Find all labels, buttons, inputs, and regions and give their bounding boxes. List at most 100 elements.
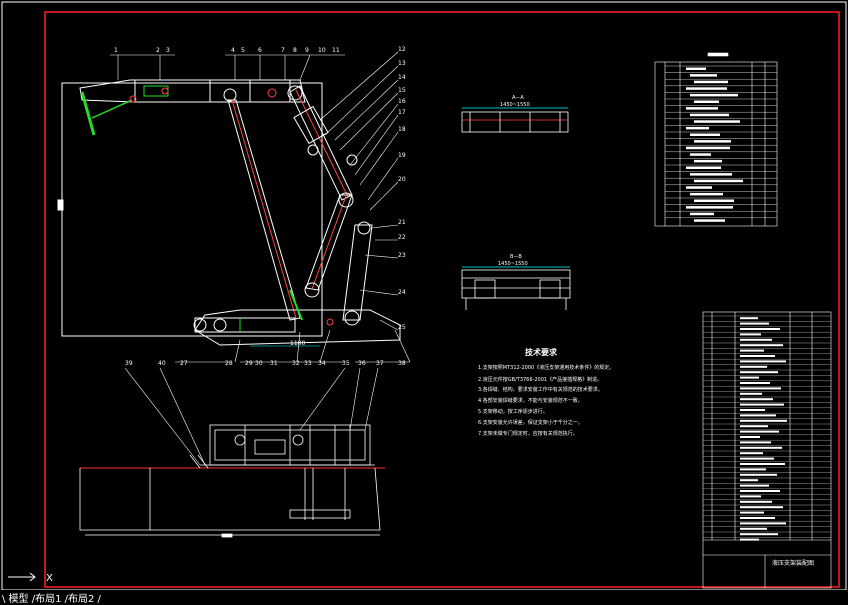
spec-row-text [690, 113, 729, 117]
parts-row-text [740, 371, 778, 374]
balloon-12: 12 [398, 46, 406, 53]
svg-text:27: 27 [180, 360, 188, 367]
svg-text:2.液压元件按GB/T3766-2001《产品接插规格》制造: 2.液压元件按GB/T3766-2001《产品接插规格》制造。 [478, 376, 602, 383]
parts-row-text [740, 538, 759, 541]
spec-row-text [694, 199, 734, 202]
spec-row-text [694, 219, 725, 222]
spec-row-text [690, 74, 717, 77]
svg-text:5.支架移动，按工序逐步进行。: 5.支架移动，按工序逐步进行。 [478, 408, 548, 415]
balloon-1: 1 [114, 47, 118, 54]
svg-text:40: 40 [158, 360, 166, 367]
section-bb: B—B 1450~1550 [461, 254, 571, 310]
balloon-15: 15 [398, 87, 406, 94]
ucs-x-label: X [46, 573, 53, 584]
svg-text:1450~1550: 1450~1550 [498, 261, 528, 267]
title-block-name: 液压支架装配图 [772, 559, 814, 567]
svg-text:B—B: B—B [510, 254, 522, 260]
plan-view [79, 424, 385, 538]
balloon-19: 19 [398, 152, 406, 159]
parts-row-text [740, 446, 782, 449]
technical-requirements: 技术要求 1.支架按照MT312-2000《液压支架通用技术条件》的规定。 2.… [478, 347, 614, 437]
parts-row-text [740, 506, 783, 509]
balloon-5: 5 [241, 47, 245, 54]
parts-row-text [740, 392, 762, 395]
plan-leaders [124, 367, 379, 466]
svg-text:28: 28 [225, 360, 233, 367]
balloon-22: 22 [398, 234, 406, 241]
svg-text:3.各焊缝、结构，要求安装工作中有关规范的技术要求。: 3.各焊缝、结构，要求安装工作中有关规范的技术要求。 [478, 386, 603, 393]
parts-row-text [740, 333, 761, 336]
svg-text:37: 37 [376, 360, 384, 367]
spec-row-text [686, 126, 709, 130]
spec-table [654, 52, 778, 227]
parts-row-text [740, 522, 786, 525]
spec-row-text [686, 166, 721, 169]
svg-text:31: 31 [270, 360, 278, 367]
balloon-21: 21 [398, 219, 406, 226]
spec-table-rows [665, 65, 777, 222]
spec-row-text [694, 179, 743, 183]
svg-text:6.支架安装允许误差，保证支架小于千分之一。: 6.支架安装允许误差，保证支架小于千分之一。 [478, 419, 583, 426]
parts-row-text [740, 473, 777, 476]
parts-row-text [740, 500, 772, 503]
parts-row-text [740, 463, 785, 465]
parts-row-text [740, 457, 774, 460]
spec-row-text [694, 80, 728, 84]
parts-row-text [740, 349, 764, 352]
spec-row-text [686, 67, 706, 70]
balloon-8: 8 [293, 47, 297, 54]
parts-row-text [740, 495, 761, 498]
parts-row-text [740, 490, 780, 492]
balloon-10: 10 [318, 47, 326, 54]
parts-row-text [740, 425, 768, 428]
section-aa: A—A 1450~1550 [461, 95, 569, 133]
spec-row-text [690, 133, 720, 136]
parts-row-text [740, 430, 779, 433]
balloon-6: 6 [258, 47, 262, 54]
parts-row-text [740, 468, 766, 471]
parts-row-text [740, 376, 759, 379]
svg-text:7.支架未做专门规定时，应按有关规范执行。: 7.支架未做专门规定时，应按有关规范执行。 [478, 430, 578, 437]
sheet-border-outer [1, 1, 847, 591]
parts-list [702, 311, 832, 589]
parts-row-text [740, 527, 767, 530]
parts-row-text [740, 533, 778, 536]
svg-text:36: 36 [358, 360, 366, 367]
balloon-13: 13 [398, 60, 406, 67]
spec-row-text [686, 107, 718, 110]
svg-text:32: 32 [292, 360, 300, 367]
layout-tab-strip[interactable]: \ 模型 /布局1 /布局2 / [2, 594, 101, 605]
svg-text:1450~1550: 1450~1550 [500, 102, 530, 108]
spec-row-text [686, 87, 727, 90]
spec-row-text [690, 93, 738, 97]
spec-row-text [690, 192, 723, 196]
balloon-9: 9 [305, 47, 309, 54]
svg-text:29: 29 [245, 360, 253, 367]
balloon-14: 14 [398, 74, 406, 81]
spec-row-text [690, 212, 714, 216]
ucs-icon: X [8, 572, 53, 584]
spec-row-text [694, 120, 740, 123]
parts-row-text [740, 365, 767, 368]
spec-row-text [690, 153, 711, 156]
base-dimension: 1100 [250, 340, 320, 347]
spec-row-text [694, 100, 719, 103]
sheet-border-red [44, 11, 840, 588]
svg-text:34: 34 [318, 360, 326, 367]
parts-row-text [740, 403, 784, 406]
tech-requirements-title: 技术要求 [525, 347, 558, 357]
svg-text:1100: 1100 [290, 340, 305, 347]
parts-row-text [740, 355, 775, 357]
svg-text:35: 35 [342, 360, 350, 367]
layout-tabs: \ 模型 /布局1 /布局2 / [0, 590, 848, 605]
spec-row-text [694, 159, 722, 163]
parts-row-text [740, 322, 769, 325]
svg-text:1.支架按照MT312-2000《液压支架通用技术条件》的规: 1.支架按照MT312-2000《液压支架通用技术条件》的规定。 [478, 364, 614, 371]
parts-row-text [740, 436, 760, 438]
parts-row-text [740, 414, 776, 417]
parts-row-text [740, 387, 781, 390]
parts-row-text [740, 360, 786, 363]
parts-row-text [740, 317, 758, 320]
parts-row-text [740, 328, 780, 330]
